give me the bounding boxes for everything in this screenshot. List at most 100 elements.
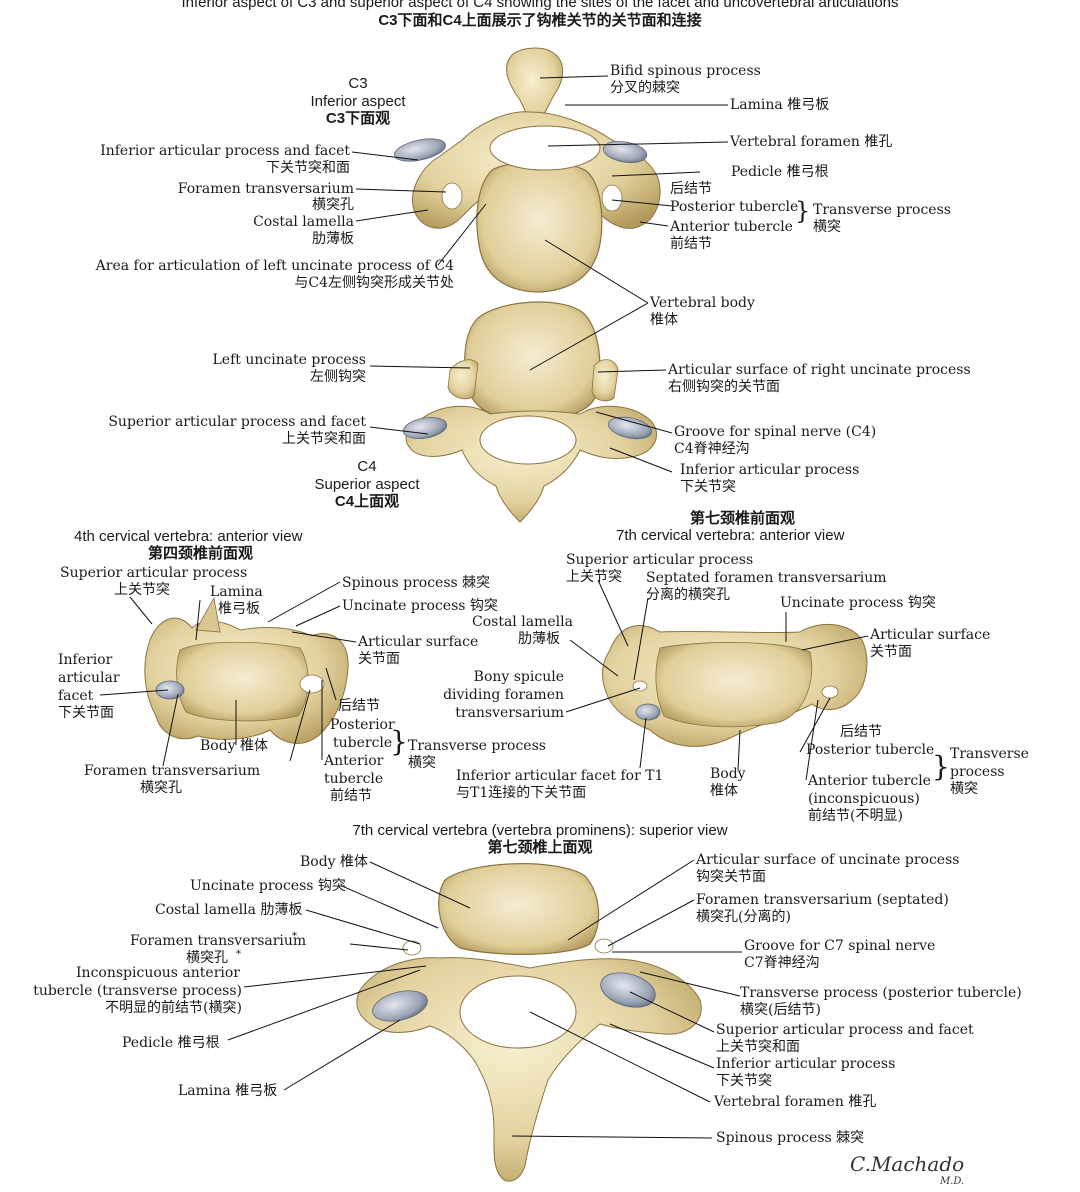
c4a-articular-surface-label: Articular surface <box>358 634 479 650</box>
c3-foramen-transversarium-label: Foramen transversarium <box>177 181 354 197</box>
c4a-foramen-label: Foramen transversarium <box>84 763 261 779</box>
c7a-inferior-facet-zh: 与T1连接的下关节面 <box>456 785 587 801</box>
c3-uncinate-area-label: Area for articulation of left uncinate p… <box>95 258 454 274</box>
c7a-transverse-zh: 横突 <box>950 781 978 797</box>
c4-right-uncinate-surface-label: Articular surface of right uncinate proc… <box>668 362 971 378</box>
c7s-inferior-articular-label: Inferior articular process <box>716 1056 896 1072</box>
c7a-septated-foramen-zh: 分离的横突孔 <box>646 587 730 603</box>
c7s-inconspicuous-label-1: Inconspicuous anterior <box>76 965 240 981</box>
c7a-superior-articular-label: Superior articular process <box>566 552 754 568</box>
c4a-anterior-tubercle-label-2: tubercle <box>324 771 384 787</box>
c4a-posterior-tubercle-label-1: Posterior <box>330 717 395 733</box>
c4-left-uncinate-zh: 左侧钩突 <box>310 369 366 385</box>
c4a-inferior-facet-label-1: Inferior <box>58 652 113 668</box>
artist-signature: C.Machado M.D. <box>850 1152 964 1187</box>
c4-superior-articular-zh: 上关节突和面 <box>282 431 366 447</box>
c4-anterior-title: 4th cervical vertebra: anterior view <box>74 528 303 545</box>
artist-signature-suffix: M.D. <box>939 1176 965 1187</box>
c4-superior-articular-label: Superior articular process and facet <box>108 414 366 430</box>
c4a-superior-articular-zh: 上关节突 <box>114 582 170 598</box>
c7a-posterior-tubercle-label: Posterior tubercle <box>806 742 935 758</box>
c7a-articular-surface-zh: 关节面 <box>870 644 912 660</box>
c3-posterior-tubercle-zh: 后结节 <box>670 181 712 197</box>
vertebral-body-zh: 椎体 <box>650 312 678 328</box>
c4a-inferior-facet-zh: 下关节面 <box>58 705 114 721</box>
leader-lines <box>99 75 869 1139</box>
c4a-uncinate-label: Uncinate process 钩突 <box>342 598 498 614</box>
c7s-transverse-zh: 横突(后结节) <box>740 1002 821 1018</box>
c4-groove-zh: C4脊神经沟 <box>674 441 750 457</box>
c7s-superior-articular-zh: 上关节突和面 <box>716 1039 800 1055</box>
c3-foramen-transversarium-zh: 横突孔 <box>312 197 354 213</box>
c4-title: C4 <box>357 458 377 475</box>
c4a-transverse-label: Transverse process <box>408 738 546 754</box>
c3-inferior-articular-zh: 下关节突和面 <box>266 160 350 176</box>
c3-title: C3 <box>348 75 368 92</box>
c4a-anterior-tubercle-label-1: Anterior <box>324 753 384 769</box>
c7s-pedicle-label: Pedicle 椎弓根 <box>122 1035 220 1051</box>
c4-left-uncinate-label: Left uncinate process <box>212 352 367 368</box>
c4-anterior-drawing <box>144 596 349 744</box>
c4-anterior-title-zh: 第四颈椎前面观 <box>148 545 254 562</box>
figure-title-en: Inferior aspect of C3 and superior aspec… <box>181 0 899 11</box>
c7a-anterior-tubercle-label: Anterior tubercle <box>808 773 931 789</box>
c7s-costal-label: Costal lamella 肋薄板 <box>155 902 303 918</box>
c7-anterior-title-zh: 第七颈椎前面观 <box>690 510 796 527</box>
c4a-foramen-zh: 横突孔 <box>140 780 182 796</box>
c7s-body-label: Body 椎体 <box>300 854 369 870</box>
c7a-septated-foramen-label: Septated foramen transversarium <box>646 570 887 586</box>
c7a-spicule-label-1: Bony spicule <box>473 669 564 685</box>
c7a-transverse-brace: } <box>932 750 950 783</box>
c3-transverse-zh: 横突 <box>813 219 841 235</box>
c7a-superior-articular-zh: 上关节突 <box>566 569 622 585</box>
c4-right-uncinate-surface-zh: 右侧钩突的关节面 <box>668 379 780 395</box>
c7a-spicule-label-2: dividing foramen <box>443 687 564 703</box>
c4-title-zh: C4上面观 <box>334 493 400 510</box>
c7a-uncinate-label: Uncinate process 钩突 <box>780 595 936 611</box>
c7-superior-title-zh: 第七颈椎上面观 <box>487 839 593 856</box>
c7a-inferior-facet-label: Inferior articular facet for T1 <box>456 768 664 784</box>
c3-vertebra-drawing <box>394 47 661 293</box>
c3-anterior-tubercle-zh: 前结节 <box>670 236 712 252</box>
figure-title-zh: C3下面和C4上面展示了钩椎关节的关节面和连接 <box>378 12 702 29</box>
c7-superior-drawing <box>356 863 702 1182</box>
c4a-posterior-tubercle-zh: 后结节 <box>338 698 380 714</box>
c4a-articular-surface-zh: 关节面 <box>358 651 400 667</box>
c7a-transverse-label-2: process <box>950 764 1005 780</box>
c7s-superior-articular-label: Superior articular process and facet <box>716 1022 974 1038</box>
c7a-costal-lamella-label: Costal lamella <box>472 614 573 630</box>
c7s-inconspicuous-label-2: tubercle (transverse process) <box>33 983 242 999</box>
c4a-inferior-facet-label-2: articular <box>58 670 120 686</box>
c7a-body-label: Body <box>710 766 746 782</box>
artist-signature-name: C.Machado <box>850 1152 965 1176</box>
c7s-spinous-label: Spinous process 棘突 <box>716 1130 865 1146</box>
c3-inferior-articular-label: Inferior articular process and facet <box>100 143 350 159</box>
c7s-vertebral-foramen-label: Vertebral foramen 椎孔 <box>714 1094 877 1110</box>
c3-pedicle-label: Pedicle 椎弓根 <box>731 164 829 180</box>
c4a-anterior-tubercle-zh: 前结节 <box>330 788 372 804</box>
c7a-costal-lamella-zh: 肋薄板 <box>518 631 560 647</box>
c4a-spinous-label: Spinous process 棘突 <box>342 575 491 591</box>
c7a-anterior-tubercle-label-2: (inconspicuous) <box>808 791 920 807</box>
c7a-articular-surface-label: Articular surface <box>870 627 991 643</box>
c4a-transverse-zh: 横突 <box>408 755 436 771</box>
c7s-foramen-asterisk: * <box>292 931 297 942</box>
c4-groove-label: Groove for spinal nerve (C4) <box>674 424 877 440</box>
c3-lamina-label: Lamina 椎弓板 <box>730 97 830 113</box>
c4a-superior-articular-label: Superior articular process <box>60 565 248 581</box>
c7s-lamina-label: Lamina 椎弓板 <box>178 1083 278 1099</box>
c7a-body-zh: 椎体 <box>710 783 738 799</box>
c7-anterior-drawing <box>602 623 868 747</box>
c7s-groove-zh: C7脊神经沟 <box>744 955 820 971</box>
c4a-lamina-zh: 椎弓板 <box>218 601 260 617</box>
c3-posterior-tubercle-label: Posterior tubercle <box>670 199 799 215</box>
c3-anterior-tubercle-label: Anterior tubercle <box>670 219 793 235</box>
c7-superior-title: 7th cervical vertebra (vertebra prominen… <box>352 822 728 839</box>
c7s-septated-foramen-label: Foramen transversarium (septated) <box>696 892 949 908</box>
c3-uncinate-area-zh: 与C4左侧钩突形成关节处 <box>294 275 454 291</box>
c4-subtitle: Superior aspect <box>314 476 420 493</box>
vertebral-body-label: Vertebral body <box>650 295 755 311</box>
c7a-anterior-tubercle-zh: 前结节(不明显) <box>808 808 903 824</box>
